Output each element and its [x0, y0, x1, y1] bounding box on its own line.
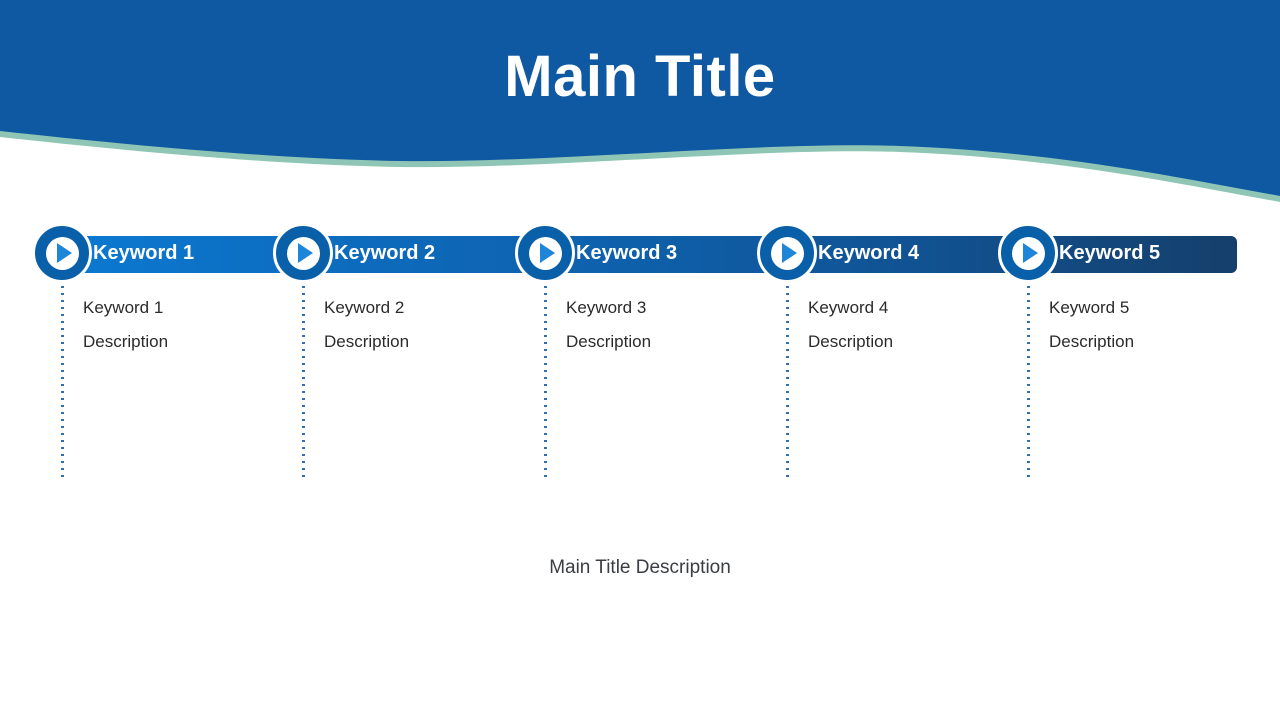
description-text: Description	[324, 332, 410, 351]
description-title: Keyword 5	[1049, 298, 1130, 317]
play-icon	[45, 236, 79, 270]
description-text: Description	[808, 332, 894, 351]
play-node	[32, 223, 92, 283]
play-icon	[1011, 236, 1045, 270]
keyword-description: Keyword 1 Description	[83, 291, 168, 359]
keyword-bar-label: Keyword 5	[1059, 242, 1161, 264]
keyword-bar-label: Keyword 4	[818, 242, 920, 264]
description-text: Description	[566, 332, 652, 351]
play-icon	[770, 236, 804, 270]
keyword-bar-label: Keyword 2	[334, 242, 436, 264]
dotted-connector	[786, 286, 789, 478]
play-node	[515, 223, 575, 283]
play-node	[273, 223, 333, 283]
description-title: Keyword 1	[83, 298, 164, 317]
dotted-connector	[61, 286, 64, 478]
dotted-connector	[302, 286, 305, 478]
play-icon	[528, 236, 562, 270]
description-text: Description	[1049, 332, 1135, 351]
description-title: Keyword 2	[324, 298, 405, 317]
description-text: Description	[83, 332, 169, 351]
slide-description: Main Title Description	[549, 557, 731, 578]
dotted-connector	[1027, 286, 1030, 478]
keyword-description: Keyword 5 Description	[1049, 291, 1134, 359]
description-title: Keyword 3	[566, 298, 647, 317]
play-node	[757, 223, 817, 283]
keyword-bar-label: Keyword 1	[93, 242, 195, 264]
keyword-description: Keyword 3 Description	[566, 291, 651, 359]
page-title: Main Title	[504, 44, 776, 109]
keyword-description: Keyword 2 Description	[324, 291, 409, 359]
description-title: Keyword 4	[808, 298, 889, 317]
play-icon	[286, 236, 320, 270]
keyword-bar-label: Keyword 3	[576, 242, 678, 264]
play-node	[998, 223, 1058, 283]
dotted-connector	[544, 286, 547, 478]
keyword-description: Keyword 4 Description	[808, 291, 893, 359]
